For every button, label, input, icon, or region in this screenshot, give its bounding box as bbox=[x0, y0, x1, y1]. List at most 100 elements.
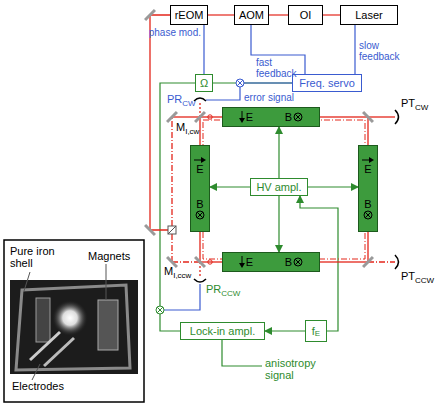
servo-box: Freq. servo bbox=[292, 74, 362, 92]
laser-beam bbox=[150, 15, 170, 230]
field-group: B bbox=[285, 256, 303, 268]
photodetector bbox=[194, 98, 206, 101]
mixer-symbol bbox=[237, 80, 243, 86]
connector bbox=[308, 186, 358, 187]
output-label-group: anisotropy signal bbox=[265, 357, 331, 381]
field-group: E bbox=[239, 111, 253, 123]
field-symbol: B bbox=[196, 198, 203, 210]
node-text: Freq. servo bbox=[299, 77, 355, 89]
node-text: Lock-in ampl. bbox=[190, 325, 255, 337]
into-page-symbol bbox=[197, 212, 203, 218]
photo-label-group: Magnets bbox=[88, 250, 130, 262]
detector-label: PR bbox=[206, 283, 221, 295]
field-symbol: E bbox=[364, 163, 371, 175]
magnet bbox=[98, 300, 118, 350]
laser-box: Laser bbox=[340, 5, 398, 25]
detector-label: PR bbox=[167, 93, 182, 105]
field-arrow bbox=[194, 160, 202, 161]
laser-beam bbox=[171, 234, 172, 262]
detector-label: PT bbox=[401, 97, 415, 109]
field-symbol: E bbox=[246, 256, 253, 268]
field-arrow bbox=[362, 160, 370, 161]
field-arrow bbox=[369, 157, 374, 163]
laser-beam bbox=[172, 261, 200, 262]
into-page-symbol bbox=[293, 112, 303, 122]
into-page-symbol bbox=[295, 259, 301, 265]
subscript-text: I,cw bbox=[185, 127, 199, 136]
connector-label: slow feedback bbox=[359, 40, 404, 62]
connector bbox=[278, 127, 279, 178]
field-arrow bbox=[194, 157, 206, 163]
field-block: EB bbox=[358, 145, 378, 232]
subscript-text: CCW bbox=[221, 289, 240, 298]
field-symbol: B bbox=[285, 256, 292, 268]
connector-label: error signal bbox=[244, 92, 304, 103]
mixer-symbol bbox=[157, 307, 163, 313]
field-arrow bbox=[241, 111, 242, 119]
node-text: f bbox=[312, 325, 315, 337]
oscillator-box: Ω bbox=[195, 74, 213, 92]
amplifier-box: HV ampl. bbox=[250, 178, 308, 196]
input-mirror bbox=[194, 111, 206, 123]
mirror bbox=[144, 224, 156, 236]
transmitted-beam bbox=[368, 261, 395, 262]
connector-label: phase mod. bbox=[140, 27, 201, 38]
photodetector bbox=[395, 255, 399, 269]
polarization-mark bbox=[208, 115, 212, 119]
photo-frame bbox=[4, 240, 144, 402]
mirror bbox=[144, 9, 156, 21]
into-page-symbol bbox=[195, 210, 205, 220]
laser-beam bbox=[172, 116, 200, 117]
beam-splitter bbox=[168, 226, 176, 234]
field-symbol: E bbox=[196, 163, 203, 175]
photodetector bbox=[395, 110, 399, 124]
connector bbox=[269, 14, 288, 15]
photo bbox=[10, 280, 138, 374]
photo-label-group: Electrodes bbox=[12, 380, 64, 392]
modulator-box: rEOM bbox=[170, 5, 208, 25]
leader-line bbox=[24, 272, 30, 291]
mixer-symbol bbox=[236, 79, 244, 87]
photo-label: Magnets bbox=[88, 250, 130, 262]
mirror-label-group: MI,ccw bbox=[164, 265, 191, 279]
mirror bbox=[362, 256, 374, 268]
connector bbox=[208, 14, 234, 15]
input-mirror bbox=[194, 256, 206, 268]
node-text: OI bbox=[300, 9, 312, 21]
into-page-symbol bbox=[295, 114, 301, 120]
leader-line bbox=[106, 264, 107, 300]
into-page-symbol bbox=[365, 212, 371, 218]
mirror-label: M bbox=[176, 121, 185, 133]
output-label: anisotropy signal bbox=[265, 357, 316, 381]
magnet bbox=[36, 298, 50, 342]
field-group: E bbox=[239, 256, 253, 268]
photodetector bbox=[194, 279, 206, 282]
mixer-symbol bbox=[156, 306, 164, 314]
field-group: B bbox=[363, 198, 373, 220]
subscript-text: CW bbox=[415, 103, 428, 112]
into-page-symbol bbox=[196, 211, 204, 219]
node-text: AOM bbox=[239, 9, 264, 21]
error-wire bbox=[244, 82, 292, 83]
field-block: EB bbox=[222, 252, 320, 272]
photo-label: Electrodes bbox=[12, 380, 64, 392]
mirror bbox=[362, 111, 374, 123]
mirror-label-group: MI,cw bbox=[176, 121, 199, 135]
beam-splitter bbox=[168, 226, 176, 234]
field-symbol: B bbox=[285, 111, 292, 123]
node-text: Laser bbox=[355, 9, 383, 21]
field-symbol: E bbox=[246, 111, 253, 123]
detector-label-group: PTCCW bbox=[401, 270, 434, 284]
connector bbox=[213, 82, 292, 83]
modulator-box: AOM bbox=[234, 5, 269, 25]
iron-shell bbox=[16, 285, 130, 370]
photo-label-group: Pure iron shell bbox=[10, 245, 72, 269]
field-block: EB bbox=[222, 107, 320, 127]
subscript-text: E bbox=[315, 328, 320, 340]
connector bbox=[278, 196, 279, 252]
electrode bbox=[44, 338, 74, 366]
node-text: HV ampl. bbox=[256, 181, 301, 193]
field-symbol: B bbox=[364, 198, 371, 210]
mirror-label: M bbox=[164, 265, 173, 277]
